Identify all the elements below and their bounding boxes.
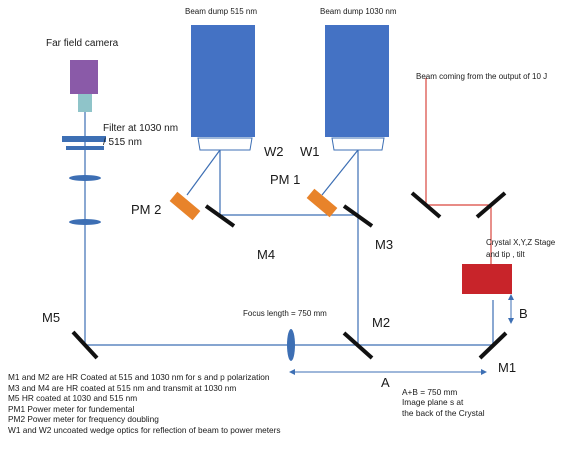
filter-lower <box>66 146 104 150</box>
filter <box>62 136 106 142</box>
beam-dump-515 <box>191 25 255 137</box>
ab-note-1: A+B = 750 mm <box>402 387 458 397</box>
note-1: M1 and M2 are HR Coated at 515 and 1030 … <box>8 372 270 382</box>
ab-note-3: the back of the Crystal <box>402 407 485 418</box>
mirror-m2 <box>342 331 374 360</box>
note-2: M3 and M4 are HR coated at 515 nm and tr… <box>8 382 237 393</box>
beam-dump-515-label: Beam dump 515 nm <box>185 7 257 16</box>
power-meter-pm1 <box>306 188 338 218</box>
ab-note-2: Image plane s at <box>402 397 464 408</box>
mirror-m1 <box>478 331 508 360</box>
note-5: PM2 Power meter for frequency doubling <box>8 414 159 425</box>
camera-lens-1 <box>69 175 101 181</box>
m2-label: M2 <box>372 315 390 330</box>
dimension-a-arrowhead-right <box>481 369 487 375</box>
focus-length-label: Focus length = 750 mm <box>243 309 327 318</box>
crystal-label-line2: and tip , tilt <box>486 250 525 259</box>
mirror-m4 <box>204 204 236 228</box>
wedge-w2 <box>197 137 253 151</box>
mirror-input-1 <box>410 191 442 219</box>
crystal <box>462 264 512 294</box>
dimension-a-arrowhead-left <box>289 369 295 375</box>
w2-label: W2 <box>264 144 284 159</box>
beam-dump-1030-label: Beam dump 1030 nm <box>320 7 397 16</box>
component-notes: M1 and M2 are HR Coated at 515 and 1030 … <box>8 372 338 436</box>
w1-label: W1 <box>300 144 320 159</box>
m1-label: M1 <box>498 360 516 375</box>
filter-label-line1: Filter at 1030 nm <box>103 123 178 134</box>
camera-connector <box>78 94 92 112</box>
b-label: B <box>519 306 528 321</box>
note-3: M5 HR coated at 1030 and 515 nm <box>8 393 138 404</box>
mirrors <box>71 191 508 360</box>
pm1-label: PM 1 <box>270 172 300 187</box>
power-meter-pm2 <box>169 191 201 221</box>
pm2-label: PM 2 <box>131 202 161 217</box>
dimension-b-arrowhead-top <box>508 294 514 300</box>
note-4: PM1 Power meter for fundemental <box>8 403 135 414</box>
mirror-m5 <box>71 330 99 360</box>
wedge-w1 <box>331 137 385 151</box>
beam-input-label: Beam coming from the output of 10 J <box>416 72 547 81</box>
filter-label-line2: / 515 nm <box>103 137 142 148</box>
beam-path <box>84 86 494 346</box>
ab-notes: A+B = 750 mm Image plane s at the back o… <box>402 387 552 418</box>
far-field-camera <box>70 60 98 94</box>
m5-label: M5 <box>42 310 60 325</box>
camera-lens-2 <box>69 219 101 225</box>
crystal-label-line1: Crystal X,Y,Z Stage <box>486 238 556 247</box>
note-6: W1 and W2 uncoated wedge optics for refl… <box>8 424 281 435</box>
input-beam-path <box>425 78 492 264</box>
focus-lens <box>287 329 295 361</box>
beam-dump-1030 <box>325 25 389 137</box>
m3-label: M3 <box>375 237 393 252</box>
a-label: A <box>381 375 390 390</box>
dimension-b-arrowhead-bottom <box>508 318 514 324</box>
far-field-camera-label: Far field camera <box>46 38 119 49</box>
mirror-input-2 <box>475 191 507 219</box>
mirror-m3 <box>342 204 374 228</box>
m4-label: M4 <box>257 247 275 262</box>
